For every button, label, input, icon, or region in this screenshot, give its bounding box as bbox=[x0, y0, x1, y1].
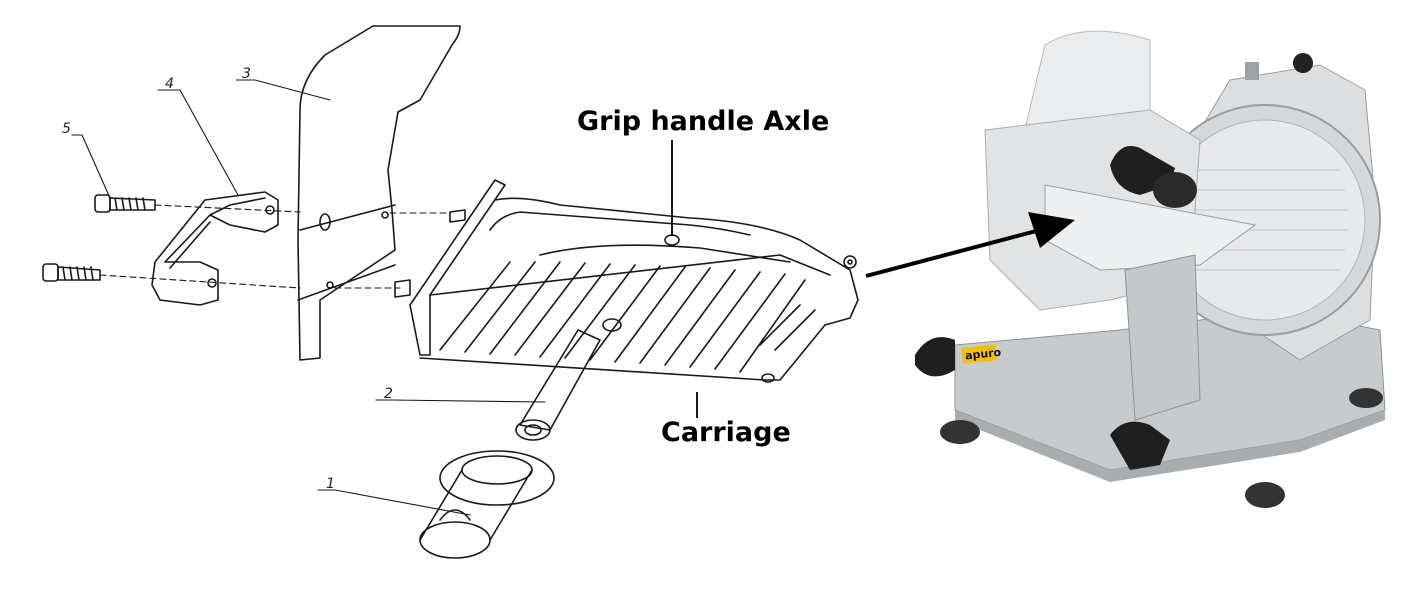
part-1-knob bbox=[419, 450, 555, 559]
part-leader-lines bbox=[71, 79, 546, 516]
callout-leader-lines bbox=[671, 140, 698, 418]
part-number-label: 3 bbox=[242, 66, 251, 82]
callout-grip-handle-axle: Grip handle Axle bbox=[577, 106, 830, 137]
brand-label-text: apuro bbox=[964, 346, 1002, 363]
part-4-u-grip bbox=[151, 191, 279, 306]
exploded-parts-drawing bbox=[42, 25, 859, 559]
part-3-guard-plate bbox=[297, 25, 461, 361]
assembly-guide-lines bbox=[99, 204, 451, 289]
part-number-label: 2 bbox=[384, 386, 393, 402]
part-2-shaft bbox=[515, 329, 601, 441]
slicer-photo: apuro bbox=[915, 30, 1386, 508]
part-number-labels: 3 4 5 2 1 bbox=[62, 66, 393, 492]
carriage-tray bbox=[394, 179, 859, 383]
part-5-screws bbox=[42, 194, 156, 282]
brand-label bbox=[961, 344, 997, 364]
part-number-label: 1 bbox=[326, 476, 335, 492]
callout-carriage: Carriage bbox=[661, 417, 791, 448]
part-number-label: 4 bbox=[165, 76, 174, 92]
pointer-arrow bbox=[865, 212, 1075, 278]
part-number-label: 5 bbox=[62, 121, 71, 137]
